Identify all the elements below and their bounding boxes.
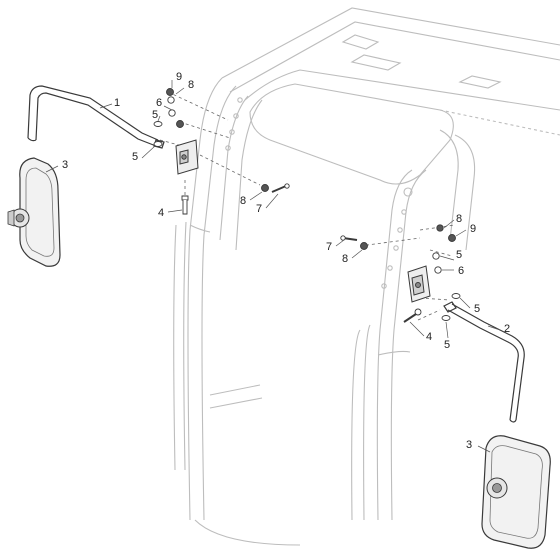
callout-6-left: 6	[156, 97, 162, 109]
callout-5-right-mid: 5	[474, 303, 480, 315]
right-mirror-arm	[443, 301, 525, 423]
callout-8-left-top: 8	[188, 79, 194, 91]
callout-7-left: 7	[256, 203, 262, 215]
callout-5-right-bottom: 5	[444, 339, 450, 351]
cab-frame	[173, 7, 560, 546]
callout-3-left: 3	[62, 159, 68, 171]
callout-9-left: 9	[176, 71, 182, 83]
callout-9-right: 9	[470, 223, 476, 235]
callout-6-right: 6	[458, 265, 464, 277]
left-mirror-arm	[27, 85, 165, 149]
callout-1: 1	[114, 97, 120, 109]
left-mirror-head	[7, 157, 61, 267]
callout-5-left-top: 5	[152, 109, 158, 121]
callout-4-right: 4	[426, 331, 432, 343]
callout-2: 2	[504, 323, 510, 335]
callout-7-right: 7	[326, 241, 332, 253]
callout-8-right-top: 8	[456, 213, 462, 225]
callout-8-left-bottom: 8	[240, 195, 246, 207]
left-mounting-bracket	[175, 139, 199, 175]
right-mirror-head	[481, 435, 551, 549]
callout-3-right: 3	[466, 439, 472, 451]
left-hardware	[153, 88, 290, 215]
callout-4-left: 4	[158, 207, 164, 219]
callout-5-right-top: 5	[456, 249, 462, 261]
callout-labels: 1 3 9 8 6 5 5 4 8 7 7 8 8 9 5 6 5 5 4 2 …	[62, 71, 510, 451]
callout-5-left-bottom: 5	[132, 151, 138, 163]
leader-lines	[45, 80, 501, 453]
right-hardware	[340, 224, 461, 323]
right-mounting-bracket	[407, 265, 431, 303]
callout-8-right-bottom: 8	[342, 253, 348, 265]
